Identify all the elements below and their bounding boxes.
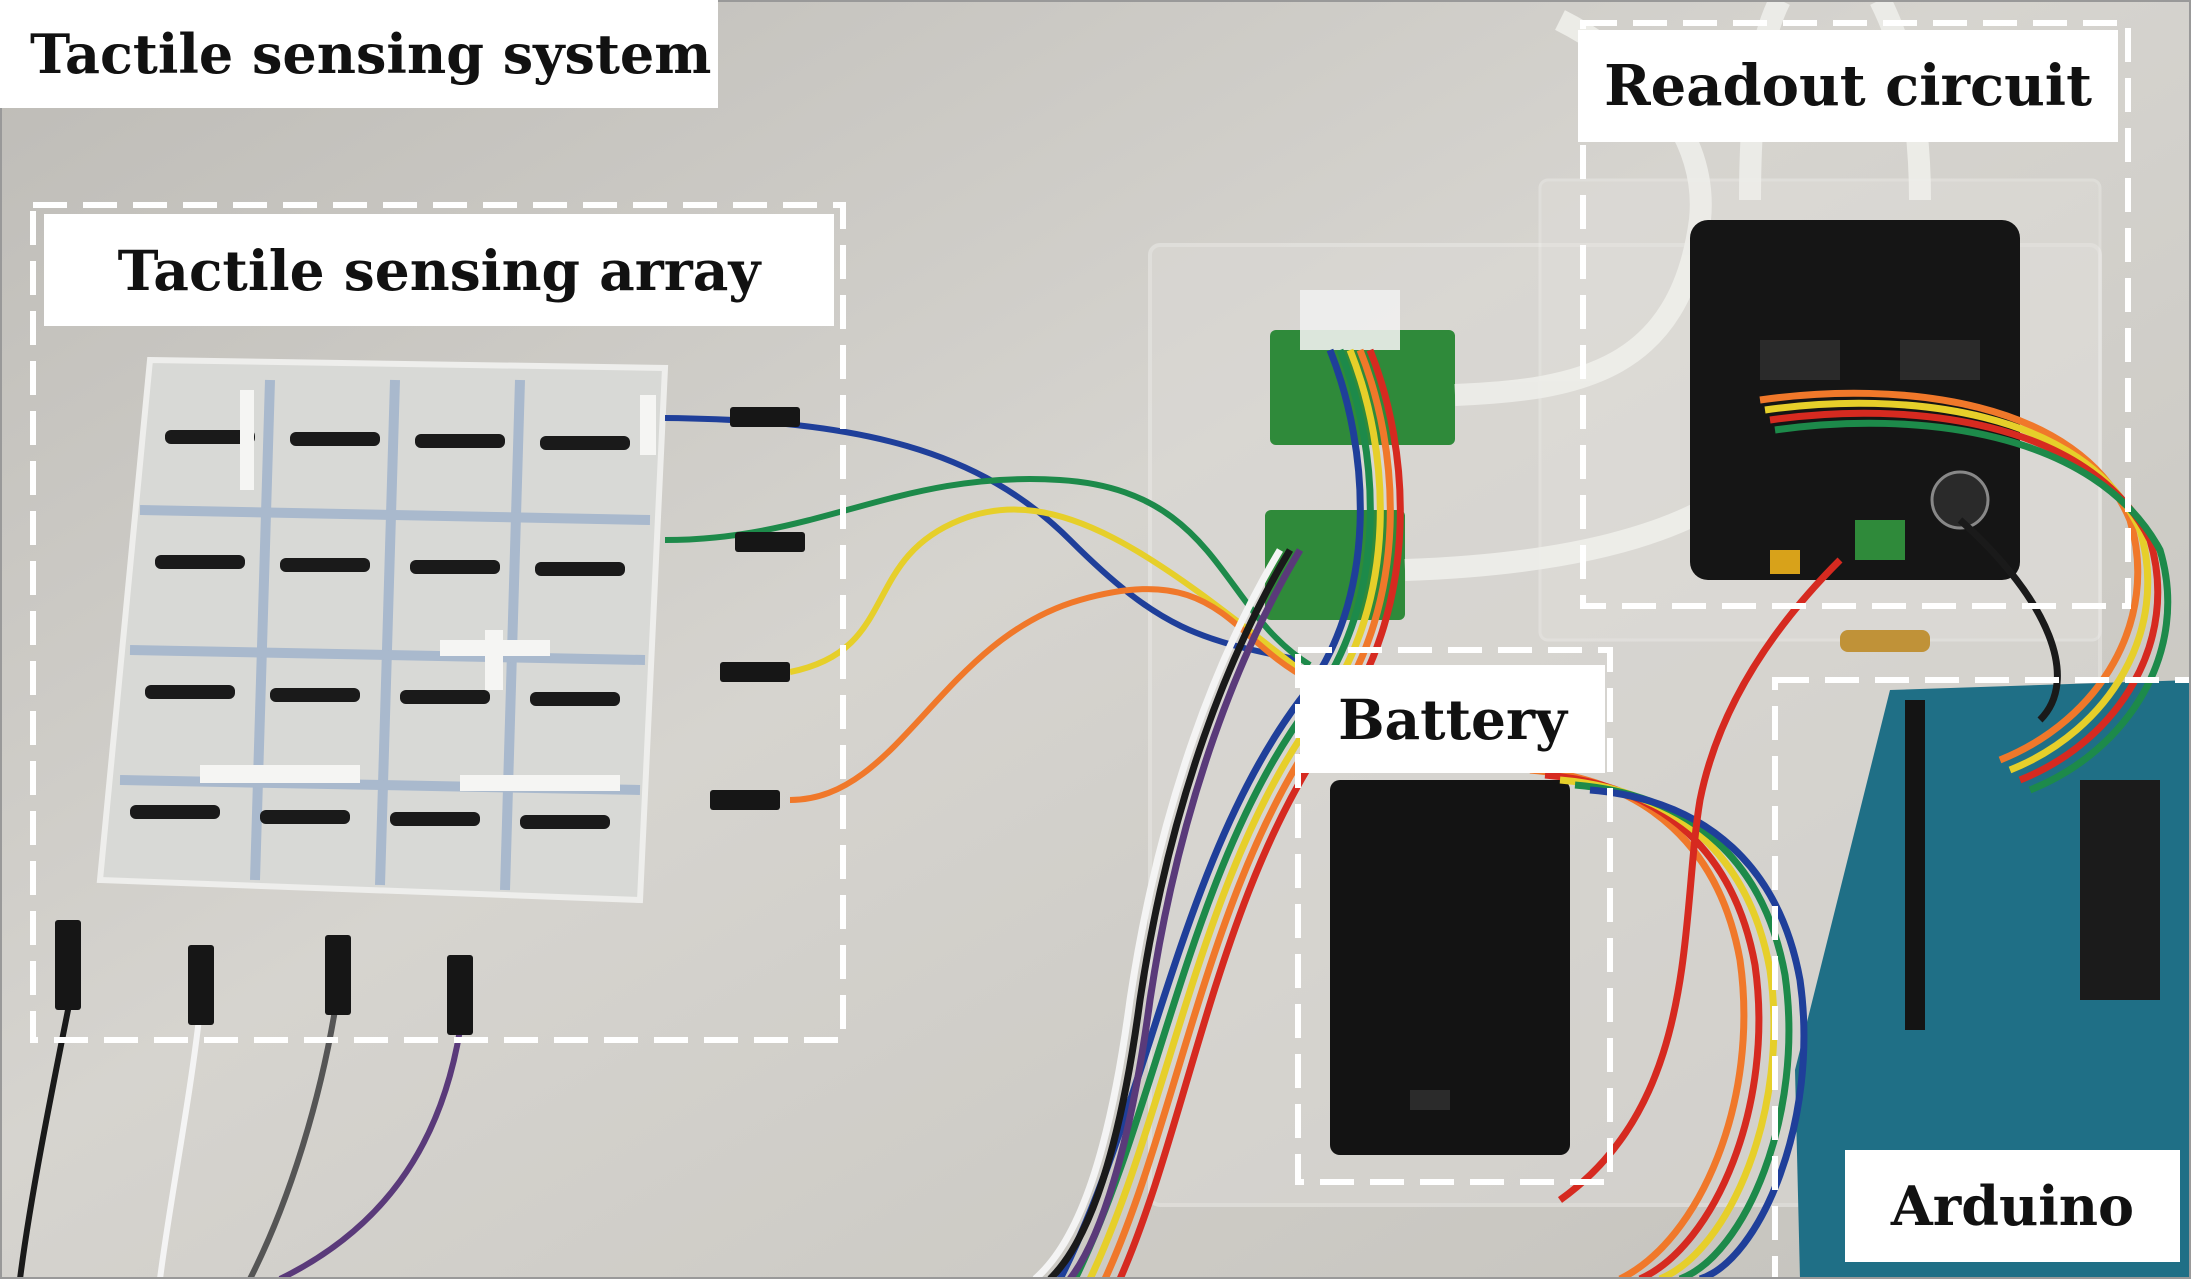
sensor-pads: [130, 430, 630, 829]
array-dashed-outline: [30, 202, 846, 1043]
battery-switch: [1410, 1090, 1450, 1110]
white-tape: [1300, 290, 1400, 350]
readout-dashed-outline: [1580, 20, 2131, 609]
readout-electrolytic-cap: [1930, 470, 1990, 530]
readout-capacitor: [1770, 550, 1800, 574]
label-readout-circuit: Readout circuit: [1578, 30, 2118, 142]
column-connector-plugs: [55, 920, 473, 1035]
arduino-header: [1905, 700, 1925, 1030]
readout-chip: [1760, 340, 1840, 380]
battery-holder: [1330, 780, 1570, 1155]
readout-green-terminal: [1855, 520, 1905, 560]
sensor-array: [96, 356, 669, 904]
battery-dashed-outline: [1295, 647, 1613, 1185]
label-tactile-sensing-system: Tactile sensing system: [0, 0, 718, 108]
sensor-white-traces: [200, 390, 656, 791]
readout-chip-2: [1900, 340, 1980, 380]
arduino-chip: [2080, 780, 2160, 1000]
row-connector-plugs: [710, 407, 805, 810]
header-pins: [1840, 630, 1930, 652]
label-battery: Battery: [1300, 665, 1605, 773]
arduino-dashed-outline: [1772, 677, 2191, 1279]
label-tactile-sensing-array: Tactile sensing array: [44, 214, 834, 326]
label-arduino: Arduino: [1845, 1150, 2180, 1262]
